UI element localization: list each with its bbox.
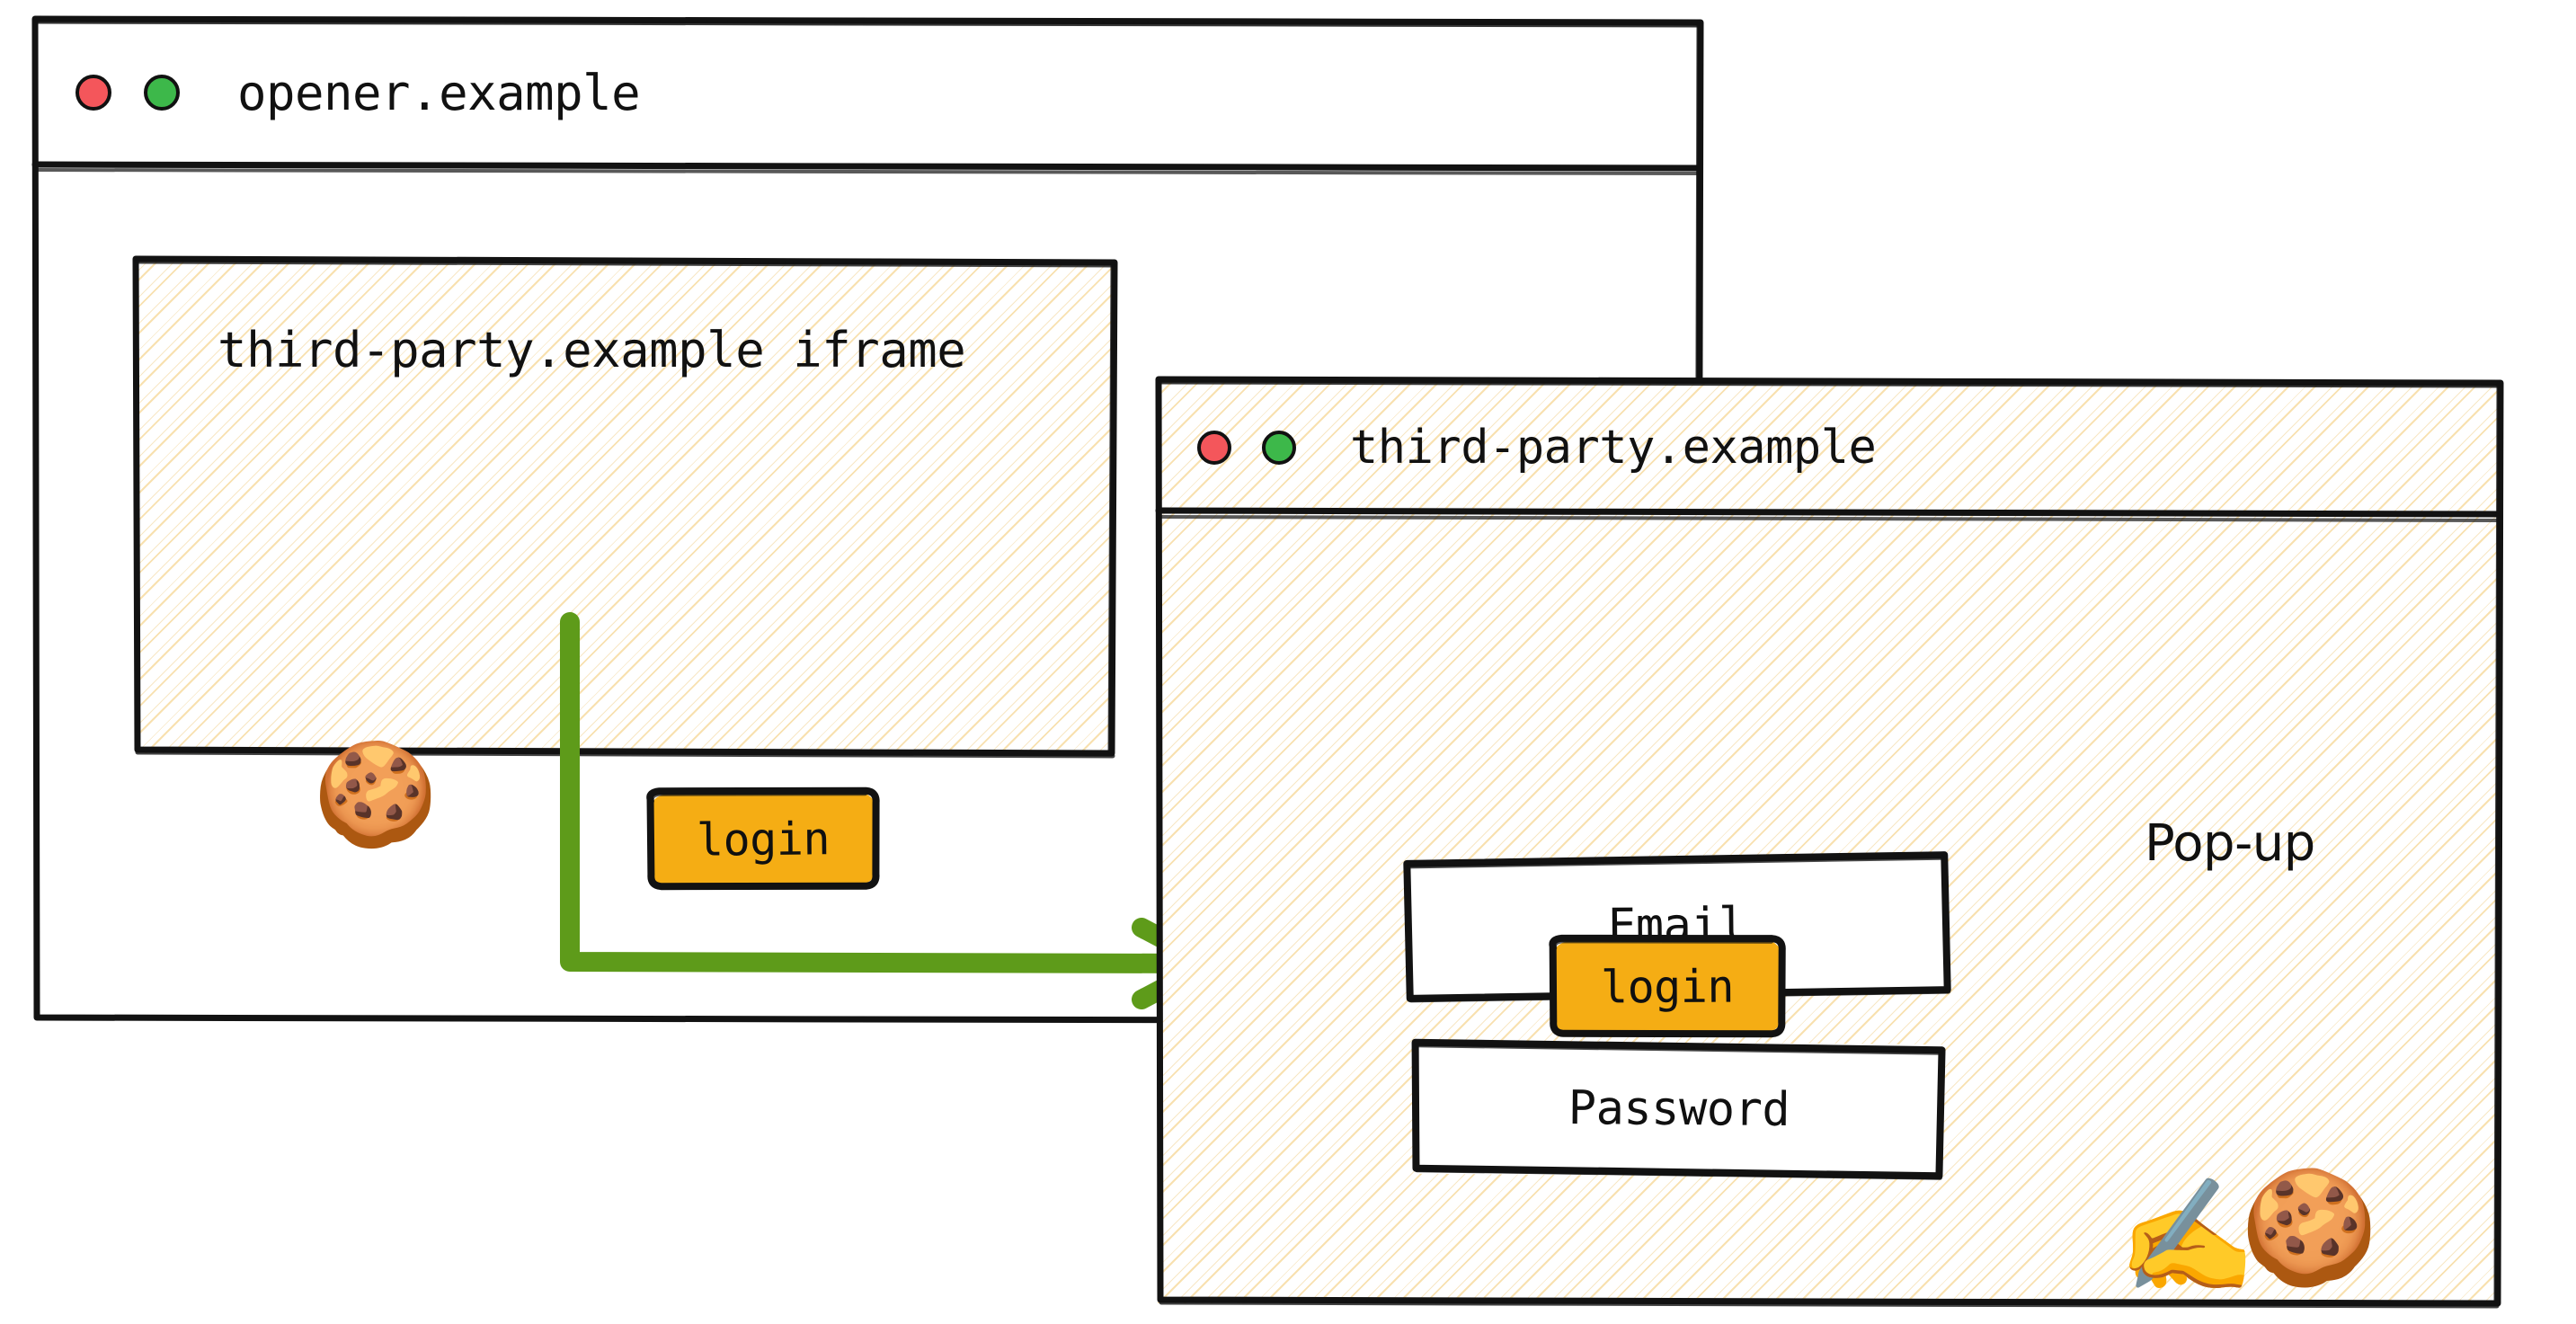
- popup-login-button-label: login: [1600, 960, 1735, 1014]
- cookie-emoji: 🍪: [2240, 1163, 2379, 1293]
- popup-login-button[interactable]: login: [1549, 934, 1786, 1038]
- password-field-label: Password: [1568, 1081, 1790, 1137]
- opener-window-title: opener.example: [237, 64, 641, 121]
- popup-titlebar: third-party.example: [1158, 381, 2500, 514]
- iframe-login-button[interactable]: login: [646, 786, 880, 891]
- close-dot-icon[interactable]: [1197, 431, 1231, 465]
- third-party-iframe: third-party.example iframe 🍪 login: [132, 255, 1118, 891]
- writing-hand-emoji: ✍️: [2118, 1172, 2257, 1302]
- close-dot-icon[interactable]: [76, 75, 111, 111]
- third-party-popup-window: third-party.example Pop-up Email Passwor…: [1155, 376, 2504, 1309]
- cookie-emoji: 🍪: [313, 736, 439, 853]
- maximize-dot-icon[interactable]: [1262, 431, 1296, 465]
- iframe-label: third-party.example iframe: [218, 322, 966, 378]
- maximize-dot-icon[interactable]: [144, 75, 180, 111]
- opener-titlebar: opener.example: [34, 20, 1701, 165]
- iframe-login-button-label: login: [696, 813, 831, 866]
- popup-caption: Pop-up: [2145, 814, 2315, 873]
- popup-window-title: third-party.example: [1350, 421, 1877, 475]
- password-field[interactable]: Password: [1411, 1038, 1946, 1180]
